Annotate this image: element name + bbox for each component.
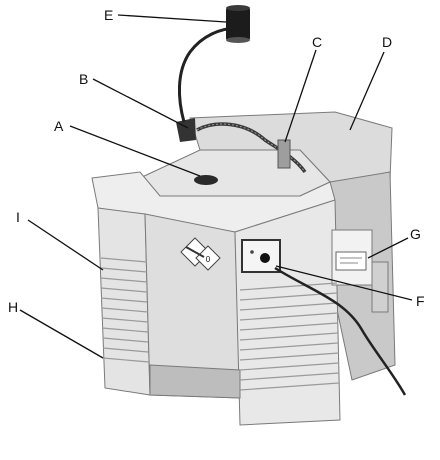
left-column-grooves [100, 257, 150, 363]
front-right-column [234, 199, 341, 426]
right-column-grooves [239, 282, 340, 391]
mounting-bracket [176, 118, 196, 142]
callout-f: F [416, 293, 425, 309]
callout-g: G [410, 226, 421, 242]
leader-line-e [117, 14, 227, 23]
sink-basin [139, 149, 331, 197]
nozzle-bracket [277, 139, 291, 169]
lamp-gooseneck [177, 26, 239, 123]
callout-d: D [382, 34, 392, 50]
base-cutout [149, 364, 241, 399]
leader-line-b [92, 78, 189, 129]
leader-lines [19, 14, 413, 359]
leader-line-d [349, 51, 385, 131]
drain-valve [194, 175, 218, 185]
hazard-label-number: 0 [206, 255, 211, 264]
control-panel [241, 239, 281, 273]
callout-b: B [79, 71, 88, 87]
callout-labels: A B C D E F G H I [8, 7, 425, 315]
callout-e: E [104, 7, 113, 23]
leader-line-f [275, 265, 413, 301]
hazard-label: 0 [180, 237, 221, 271]
leader-line-i [27, 219, 104, 271]
leader-line-a [69, 125, 201, 177]
side-vent [371, 261, 389, 313]
leader-line-g [367, 237, 409, 259]
callout-i: I [16, 209, 20, 225]
leader-line-c [284, 49, 317, 143]
callout-h: H [8, 299, 18, 315]
control-knob [260, 253, 270, 263]
callout-a: A [54, 118, 64, 134]
rating-label [335, 251, 367, 271]
callout-c: C [312, 34, 322, 50]
flex-hose-highlight [196, 123, 306, 173]
power-cord [274, 266, 407, 396]
lamp-head [226, 5, 250, 43]
leader-line-h [19, 309, 104, 359]
